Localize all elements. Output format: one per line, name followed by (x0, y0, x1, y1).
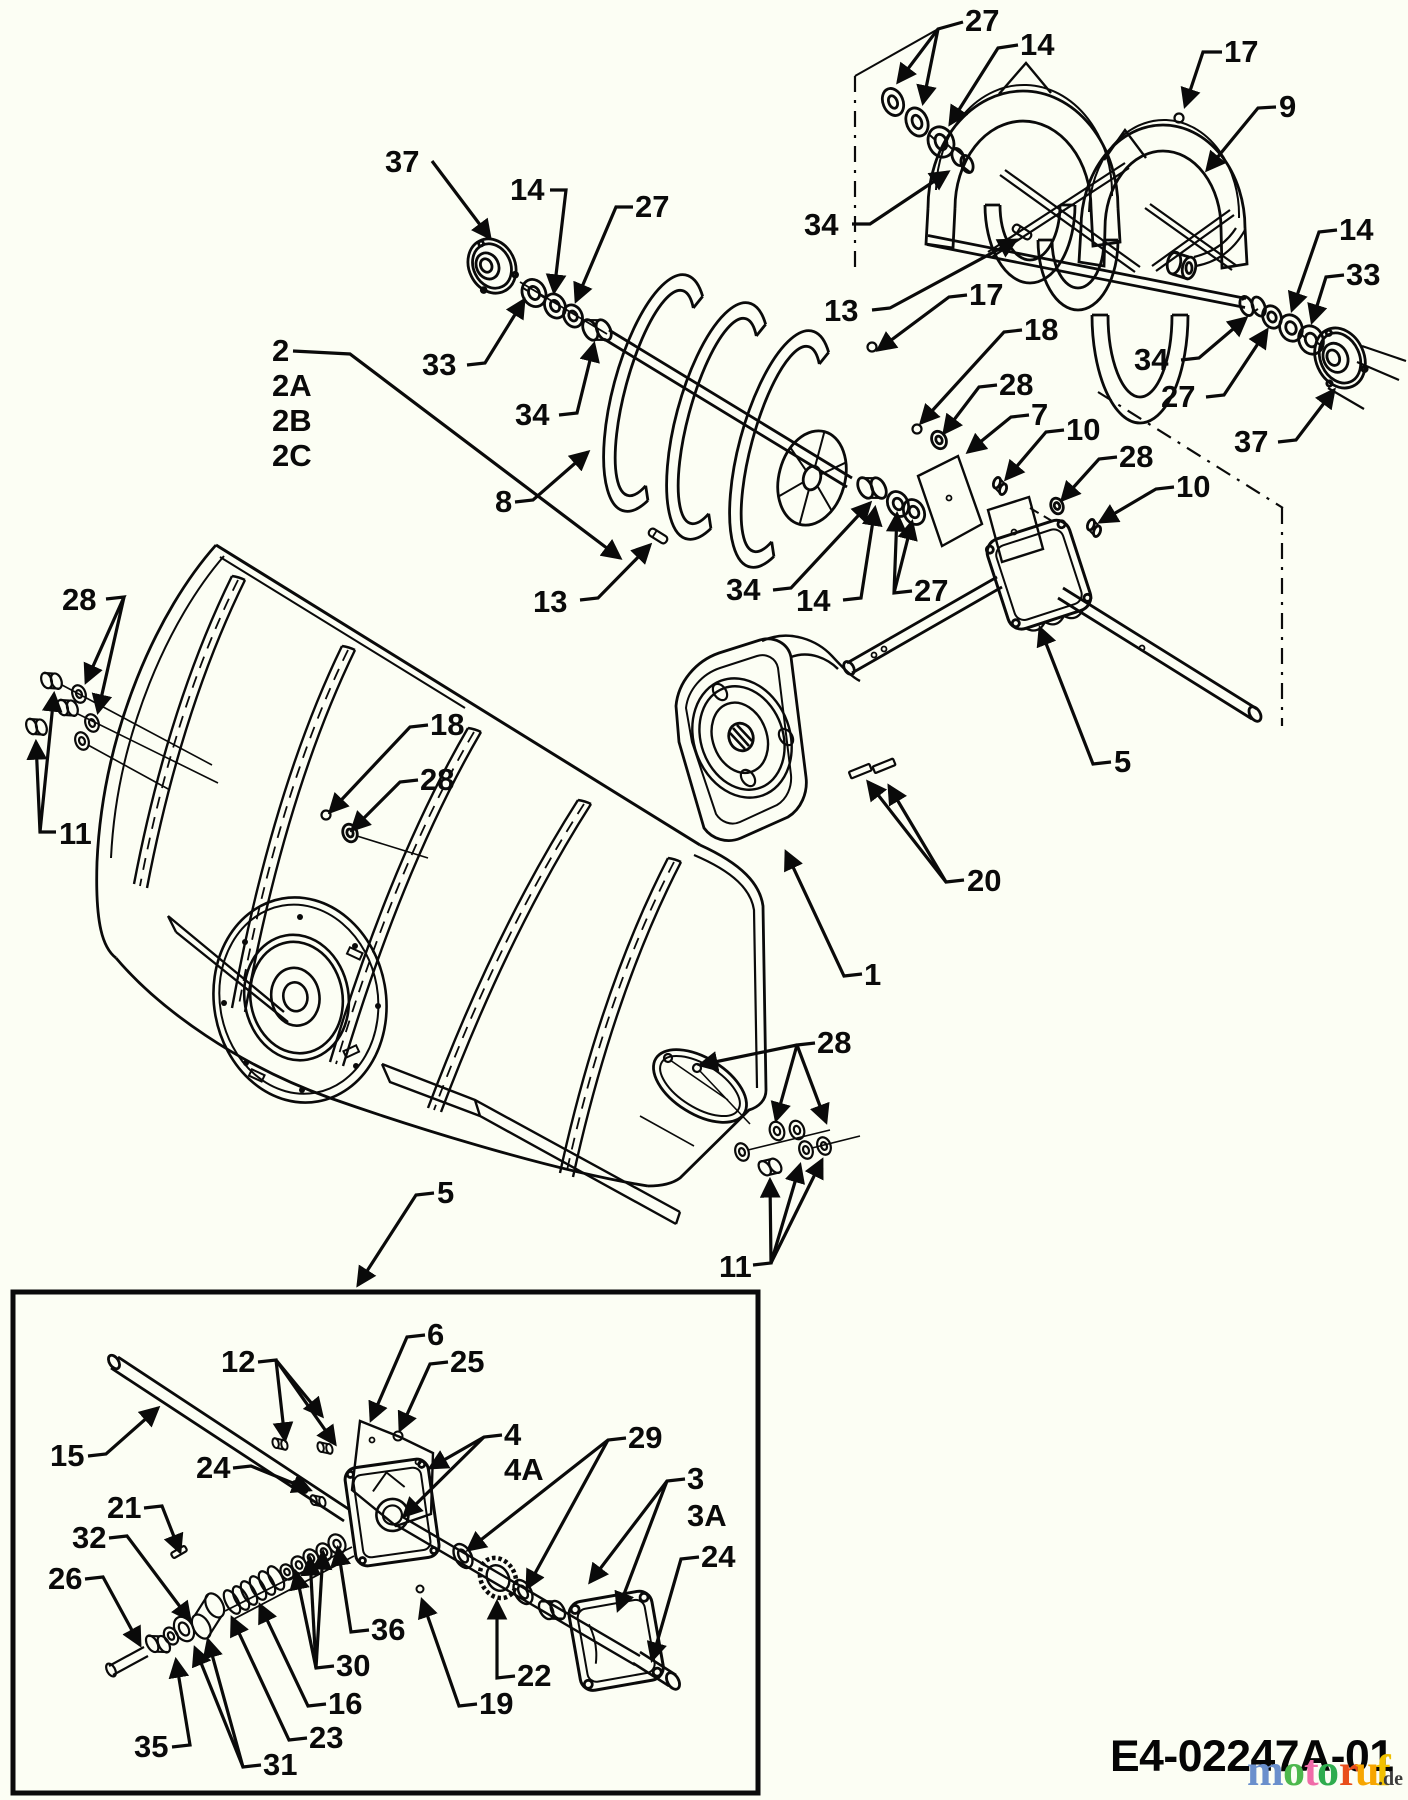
svg-text:24: 24 (196, 1450, 231, 1485)
svg-text:13: 13 (824, 293, 858, 328)
svg-text:27: 27 (1161, 379, 1195, 414)
svg-text:o: o (1283, 1746, 1305, 1795)
svg-text:37: 37 (1234, 424, 1268, 459)
svg-text:10: 10 (1176, 469, 1210, 504)
svg-text:9: 9 (1279, 89, 1296, 124)
svg-text:r: r (1339, 1746, 1359, 1795)
svg-text:5: 5 (1114, 744, 1131, 779)
svg-text:33: 33 (1346, 257, 1380, 292)
svg-text:34: 34 (726, 572, 761, 607)
svg-text:2C: 2C (272, 438, 312, 473)
svg-text:33: 33 (422, 347, 456, 382)
svg-text:11: 11 (719, 1249, 752, 1284)
svg-text:f: f (1376, 1746, 1392, 1795)
svg-text:26: 26 (48, 1561, 82, 1596)
svg-text:19: 19 (479, 1686, 513, 1721)
svg-text:11: 11 (59, 816, 92, 851)
svg-text:13: 13 (533, 584, 567, 619)
svg-text:u: u (1355, 1746, 1379, 1795)
svg-text:2A: 2A (272, 368, 312, 403)
svg-text:35: 35 (134, 1729, 168, 1764)
svg-text:23: 23 (309, 1720, 343, 1755)
svg-text:4: 4 (504, 1417, 522, 1452)
svg-text:14: 14 (796, 583, 831, 618)
svg-text:3: 3 (687, 1461, 704, 1496)
svg-text:2: 2 (272, 333, 289, 368)
svg-text:3A: 3A (687, 1498, 727, 1533)
svg-text:18: 18 (430, 707, 464, 742)
svg-text:24: 24 (701, 1539, 736, 1574)
svg-text:14: 14 (1020, 27, 1055, 62)
svg-text:36: 36 (371, 1612, 405, 1647)
svg-text:E4-02247A-01: E4-02247A-01 (1110, 1732, 1393, 1781)
svg-text:8: 8 (495, 484, 512, 519)
svg-text:t: t (1304, 1746, 1319, 1795)
svg-text:1: 1 (864, 957, 881, 992)
svg-text:m: m (1247, 1746, 1284, 1795)
svg-text:17: 17 (1224, 34, 1258, 69)
svg-text:34: 34 (804, 207, 839, 242)
svg-text:28: 28 (999, 367, 1033, 402)
svg-text:o: o (1317, 1746, 1339, 1795)
svg-text:29: 29 (628, 1420, 662, 1455)
svg-text:4A: 4A (504, 1452, 544, 1487)
svg-text:14: 14 (1339, 212, 1374, 247)
svg-text:25: 25 (450, 1344, 484, 1379)
svg-text:21: 21 (107, 1490, 141, 1525)
svg-text:.de: .de (1378, 1768, 1403, 1790)
svg-text:14: 14 (510, 172, 545, 207)
svg-text:17: 17 (969, 277, 1003, 312)
svg-text:37: 37 (385, 144, 419, 179)
svg-text:10: 10 (1066, 412, 1100, 447)
svg-text:34: 34 (515, 397, 550, 432)
svg-text:2B: 2B (272, 403, 312, 438)
svg-text:28: 28 (62, 582, 96, 617)
svg-text:6: 6 (427, 1317, 444, 1352)
svg-text:16: 16 (328, 1686, 362, 1721)
svg-text:30: 30 (336, 1648, 370, 1683)
svg-text:15: 15 (50, 1438, 84, 1473)
svg-text:12: 12 (221, 1344, 255, 1379)
svg-text:28: 28 (817, 1025, 851, 1060)
svg-text:27: 27 (914, 573, 948, 608)
svg-text:27: 27 (965, 3, 999, 38)
svg-text:22: 22 (517, 1658, 551, 1693)
svg-text:5: 5 (437, 1175, 454, 1210)
svg-text:20: 20 (967, 863, 1001, 898)
svg-text:18: 18 (1024, 312, 1058, 347)
svg-text:7: 7 (1031, 397, 1048, 432)
svg-text:31: 31 (263, 1747, 297, 1782)
svg-text:28: 28 (1119, 439, 1153, 474)
svg-text:27: 27 (635, 189, 669, 224)
svg-text:32: 32 (72, 1520, 106, 1555)
